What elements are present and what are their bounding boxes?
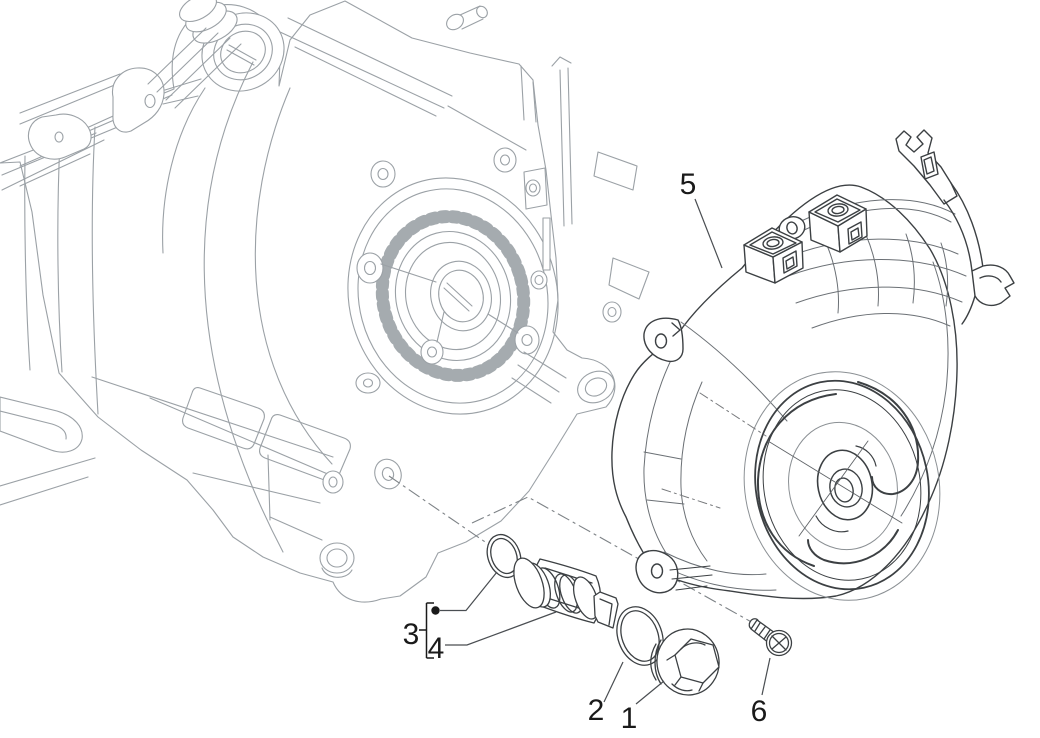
callout-bullet (431, 606, 440, 615)
phillips-cross-icon (771, 635, 787, 651)
small-parts (486, 533, 793, 696)
callout-label-2: 2 (588, 694, 605, 727)
callout-label-4: 4 (428, 632, 445, 665)
axis-line-screw (471, 496, 756, 625)
leader-line-2 (603, 661, 624, 703)
hidden-axis-dashes (661, 392, 767, 509)
callout-label-6: 6 (751, 695, 768, 728)
cover-bottom-tab (635, 549, 713, 594)
oil-strainer-drawing (513, 557, 619, 629)
mount-block-left (743, 216, 806, 284)
callout-label-5: 5 (680, 168, 697, 201)
top-bracket-arm (895, 129, 1015, 325)
callout-label-1: 1 (621, 702, 638, 735)
mount-block-right (808, 194, 868, 253)
callout-bracket-3-4 (419, 602, 434, 659)
crankcase-drawing (0, 0, 650, 603)
leader-line-1 (635, 680, 665, 705)
screw-drawing (748, 618, 793, 657)
flywheel-cover-drawing (611, 129, 1015, 601)
bolt-ears (355, 147, 540, 394)
cover-left-ear (643, 317, 684, 363)
callouts: 1 2 3 4 5 6 (403, 168, 771, 735)
leader-line-5 (694, 198, 723, 269)
leader-line-4 (445, 611, 557, 646)
leader-line-3 (440, 571, 498, 612)
callout-label-3: 3 (403, 618, 420, 651)
o-ring-3-drawing (486, 533, 522, 579)
oil-plug-drawing (650, 628, 720, 696)
stator-teeth-ring (375, 210, 531, 382)
fan-intake (743, 371, 941, 601)
fan-spokes (767, 440, 903, 537)
fan-spiral-vanes (756, 381, 920, 567)
leader-line-6 (761, 657, 771, 696)
